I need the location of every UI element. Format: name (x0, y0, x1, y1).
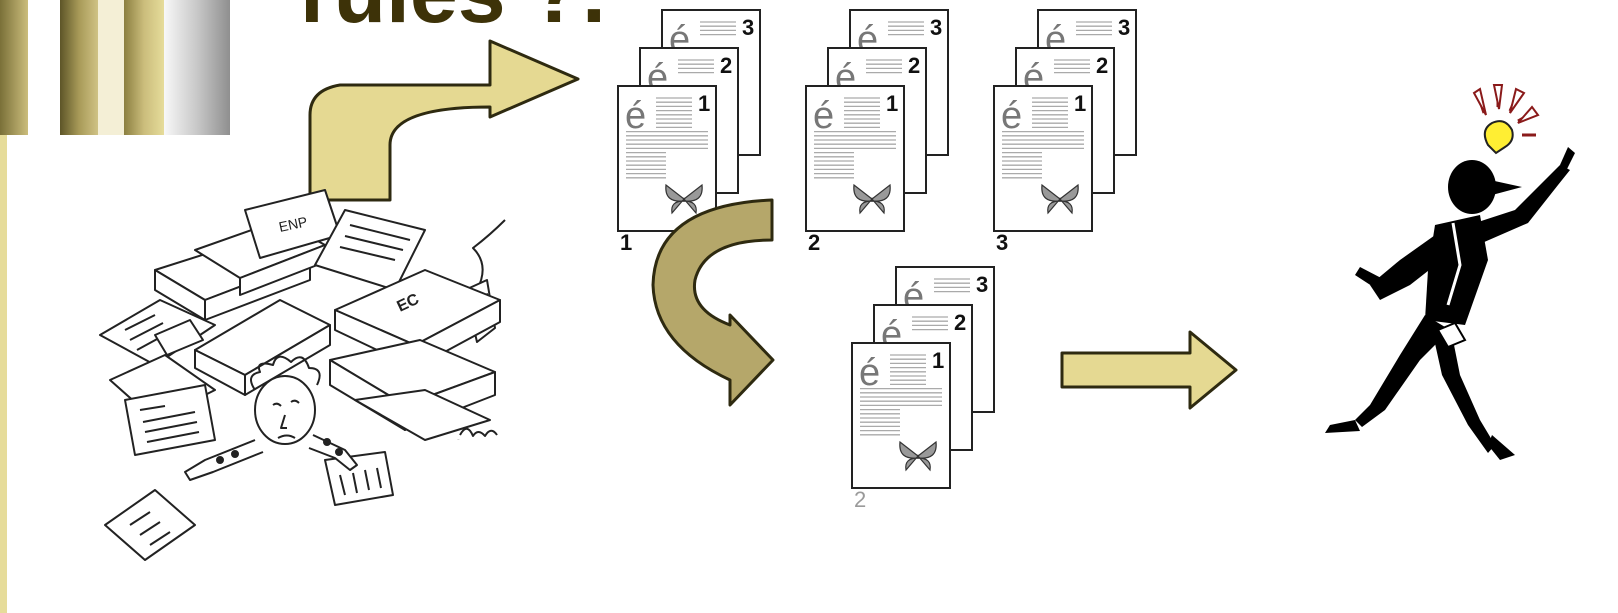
page-glyph: é (859, 352, 880, 394)
decor-stripe (28, 0, 60, 135)
decor-side-bar (0, 135, 7, 613)
right-arrow-icon (1058, 328, 1243, 413)
page-number: 1 (698, 91, 710, 116)
page-glyph: é (813, 95, 834, 137)
curved-down-arrow-icon (645, 195, 785, 410)
page-number: 2 (908, 53, 920, 78)
decor-stripe (124, 0, 164, 135)
decor-stripe (98, 0, 124, 135)
decor-stripe (164, 0, 230, 135)
page-number: 1 (1074, 91, 1086, 116)
page-number: 2 (720, 53, 732, 78)
page-number: 1 (932, 348, 944, 373)
page-glyph: é (625, 95, 646, 137)
page-number: 3 (1118, 15, 1130, 40)
slide-title: rules ?. (300, 0, 606, 36)
idea-figure-illustration (1260, 75, 1580, 470)
lightbulb-icon (1474, 85, 1538, 153)
page-number: 1 (886, 91, 898, 116)
page-number: 2 (954, 310, 966, 335)
stack-caption: 1 (620, 230, 632, 256)
decor-stripe (0, 0, 28, 135)
page-number: 3 (976, 272, 988, 297)
stack-caption: 2 (854, 487, 866, 513)
stack-caption: 2 (808, 230, 820, 256)
page-number: 3 (930, 15, 942, 40)
books-pile-illustration: ENP EC (95, 140, 515, 570)
page-number: 2 (1096, 53, 1108, 78)
page-glyph: é (1001, 95, 1022, 137)
decor-divider (7, 135, 230, 139)
page-number: 3 (742, 15, 754, 40)
decor-stripe (60, 0, 98, 135)
stack-caption: 3 (996, 230, 1008, 256)
signature-text: Anita (457, 438, 460, 441)
